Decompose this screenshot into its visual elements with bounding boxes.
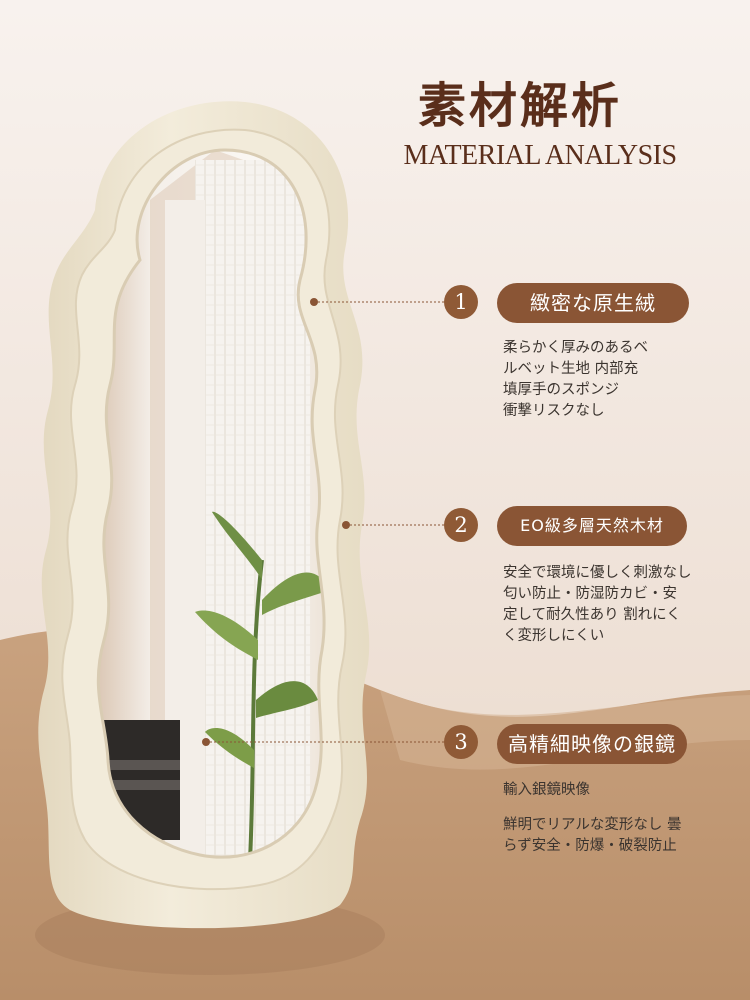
description-line: 輸入銀鏡映像	[503, 782, 590, 798]
description-line: 柔らかく厚みのあるベ	[503, 340, 648, 356]
description-line: 安全で環境に優しく刺激なし	[503, 565, 692, 581]
feature-label-3: 高精細映像の銀鏡	[497, 724, 687, 764]
feature-label-1: 緻密な原生絨	[497, 283, 689, 323]
feature-number-3: 3	[444, 725, 478, 759]
description-line: 匂い防止・防湿防カビ・安	[503, 586, 677, 602]
description-line: らず安全・防爆・破裂防止	[503, 838, 677, 854]
feature-description-1: 柔らかく厚みのあるベ ルベット生地 内部充 填厚手のスポンジ 衝撃リスクなし	[503, 338, 733, 422]
page-title: 素材解析	[417, 78, 622, 134]
feature-description-3: 輸入銀鏡映像 鮮明でリアルな変形なし 曇 らず安全・防爆・破裂防止	[503, 780, 733, 857]
callout-lines	[206, 301, 445, 743]
description-line: ルベット生地 内部充	[503, 361, 639, 377]
feature-description-2: 安全で環境に優しく刺激なし 匂い防止・防湿防カビ・安 定して耐久性あり 割れにく…	[503, 563, 733, 647]
page-subtitle: MATERIAL ANALYSIS	[403, 140, 677, 171]
feature-number-2: 2	[444, 508, 478, 542]
plant-reflection	[195, 511, 325, 858]
description-line: 鮮明でリアルな変形なし 曇	[503, 817, 682, 833]
feature-number-1: 1	[444, 285, 478, 319]
description-line: 填厚手のスポンジ	[503, 382, 619, 398]
description-line: 衝撃リスクなし	[503, 403, 605, 419]
callout-dots	[202, 298, 350, 746]
description-line: 定して耐久性あり 割れにく	[503, 607, 681, 623]
description-line: く変形しにくい	[503, 628, 605, 644]
feature-label-2: EO級多層天然木材	[497, 506, 687, 546]
